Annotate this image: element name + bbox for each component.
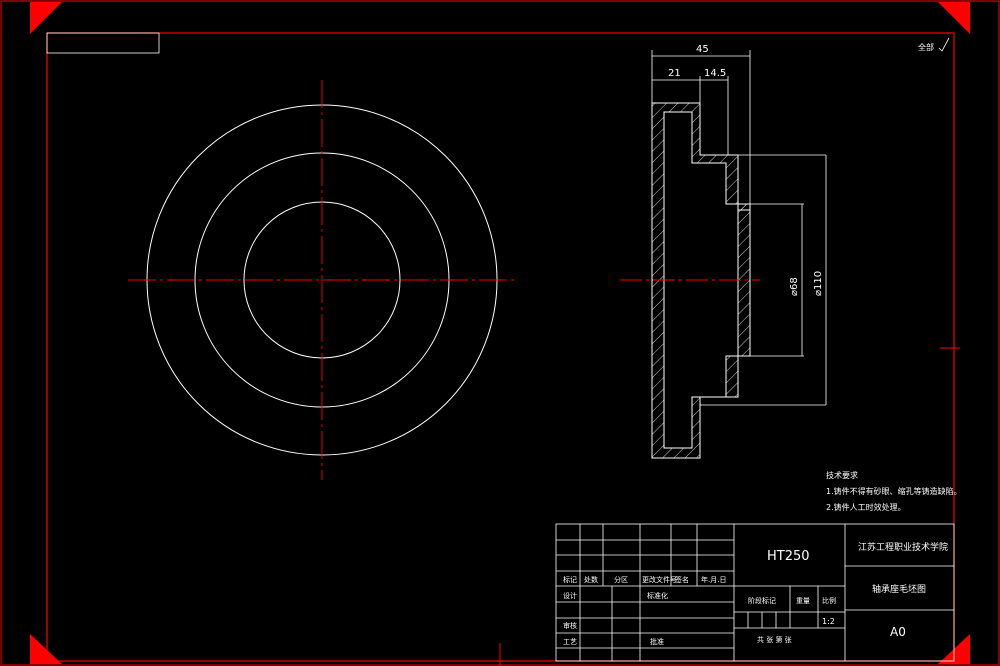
label-standardize: 标准化 [647,591,668,600]
title-block-text: 标记 处数 分区 更改文件号 签名 年.月.日 设计 标准化 审核 工艺 批准 … [563,541,948,646]
technical-requirements: 技术要求 1.铸件不得有砂眼、缩孔等铸造缺陷。 2.铸件人工时效处理。 [826,470,962,512]
corner-mark-top-left [30,2,62,34]
tech-req-item-2: 2.铸件人工时效处理。 [826,502,906,512]
front-view [128,80,516,480]
label-sheets: 共 张 第 张 [757,635,792,644]
inner-frame [46,32,955,662]
material-label: HT250 [767,549,810,564]
dimensions: 45 21 14.5 ⌀68 ⌀110 [651,44,827,405]
label-mark: 标记 [563,575,577,584]
dim-110-label: ⌀110 [813,271,824,296]
surface-finish-note: 全部 [918,42,934,52]
tech-req-item-1: 1.铸件不得有砂眼、缩孔等铸造缺陷。 [826,486,962,496]
label-date: 年.月.日 [701,575,726,584]
corner-mark-top-right [938,2,970,34]
drawing-name: 轴承座毛坯图 [872,583,926,595]
label-signature: 签名 [675,575,689,584]
school-name: 江苏工程职业技术学院 [858,541,948,553]
title-block [555,523,955,662]
section-lower-wall [651,279,739,459]
section-view [620,102,826,459]
title-block-frame [555,523,955,662]
scale-value: 1:2 [822,617,835,626]
label-count: 处数 [584,575,598,584]
label-approve: 批准 [650,637,664,646]
roughness-symbol-icon [938,37,950,52]
label-process: 工艺 [563,638,577,646]
dim-45-label: 45 [696,44,709,55]
sheet-size: A0 [890,625,906,639]
label-weight: 重量 [796,597,810,605]
section-upper-wall [651,102,751,281]
label-review: 审核 [563,621,577,630]
drawing-code-box [46,32,160,54]
label-ratio: 比例 [822,596,836,605]
label-change-doc: 更改文件号 [642,575,677,584]
label-design: 设计 [563,591,577,600]
dim-14-5-label: 14.5 [704,68,726,79]
label-stage-mark: 阶段标记 [748,596,776,605]
dim-68-label: ⌀68 [789,277,800,296]
label-zone: 分区 [614,575,628,584]
tech-req-title: 技术要求 [826,470,858,480]
dim-21-label: 21 [668,68,681,79]
corner-mark-bottom-left [30,634,62,664]
